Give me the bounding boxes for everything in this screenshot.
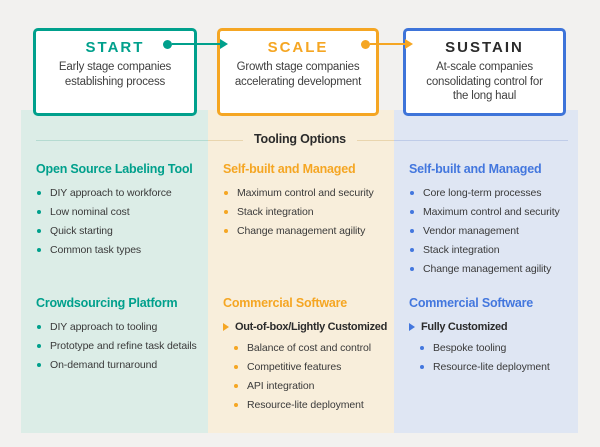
bullet-dot-icon (410, 248, 414, 252)
arrow-head-icon (220, 39, 236, 49)
bullet-dot-icon (37, 191, 41, 195)
list-item: Core long-term processes (409, 187, 574, 199)
list-item: Bespoke tooling (419, 342, 574, 354)
section-heading: Open Source Labeling Tool (36, 162, 193, 176)
list-item: Resource-lite deployment (419, 361, 574, 373)
list-item: Maximum control and security (409, 206, 574, 218)
list-item: Common task types (36, 244, 204, 256)
column-start: Open Source Labeling Tool DIY approach t… (21, 110, 208, 433)
stage-card-sustain: SUSTAIN At-scale companies consolidating… (403, 28, 566, 116)
list-item: Prototype and refine task details (36, 340, 204, 352)
bullet-dot-icon (224, 191, 228, 195)
stage-card-scale: SCALE Growth stage companies acceleratin… (217, 28, 379, 116)
stage-description: At-scale companies consolidating control… (426, 61, 543, 103)
bullet-list: Bespoke tooling Resource-lite deployment (419, 342, 574, 373)
section-commercial-software-scale: Commercial Software Out-of-box/Lightly C… (223, 296, 390, 418)
divider-line-left (36, 140, 243, 141)
list-item: Resource-lite deployment (233, 399, 390, 411)
section-self-built-managed-sustain: Self-built and Managed Core long-term pr… (409, 162, 574, 282)
subheading-row: Fully Customized (409, 321, 574, 333)
stage-title: SCALE (267, 39, 329, 56)
bullet-dot-icon (410, 229, 414, 233)
list-item: API integration (233, 380, 390, 392)
arrow-line (370, 43, 405, 45)
bullet-dot-icon (37, 325, 41, 329)
list-item: DIY approach to tooling (36, 321, 204, 333)
arrow-line (172, 43, 220, 45)
stage-title: START (85, 39, 145, 56)
bullet-list: Balance of cost and control Competitive … (233, 342, 390, 411)
stage-description: Growth stage companies accelerating deve… (234, 61, 362, 88)
list-item: Competitive features (233, 361, 390, 373)
bullet-list: Maximum control and security Stack integ… (223, 187, 390, 237)
section-open-source-labeling-tool: Open Source Labeling Tool DIY approach t… (36, 162, 204, 263)
bullet-dot-icon (37, 344, 41, 348)
stage-title: SUSTAIN (445, 39, 524, 56)
list-item: Change management agility (223, 225, 390, 237)
bullet-dot-icon (224, 229, 228, 233)
bullet-list: DIY approach to workforce Low nominal co… (36, 187, 204, 256)
bullet-dot-icon (410, 210, 414, 214)
section-crowdsourcing-platform: Crowdsourcing Platform DIY approach to t… (36, 296, 204, 378)
list-item: Balance of cost and control (233, 342, 390, 354)
list-item: Vendor management (409, 225, 574, 237)
subheading-label: Out-of-box/Lightly Customized (235, 321, 388, 333)
triangle-bullet-icon (409, 323, 415, 331)
arrow-dot-icon (163, 39, 172, 49)
tooling-options-label: Tooling Options (254, 132, 346, 146)
list-item: Change management agility (409, 263, 574, 275)
bullet-dot-icon (234, 365, 238, 369)
bullet-dot-icon (37, 248, 41, 252)
subheading-label: Fully Customized (421, 321, 508, 333)
bullet-dot-icon (410, 191, 414, 195)
bullet-list: Core long-term processes Maximum control… (409, 187, 574, 275)
bullet-dot-icon (37, 363, 41, 367)
flow-arrow-scale-to-sustain (361, 39, 421, 49)
section-heading: Self-built and Managed (409, 162, 542, 176)
section-heading: Commercial Software (223, 296, 348, 310)
section-heading: Crowdsourcing Platform (36, 296, 178, 310)
list-item: Quick starting (36, 225, 204, 237)
bullet-dot-icon (37, 210, 41, 214)
flow-arrow-start-to-scale (163, 39, 236, 49)
bullet-dot-icon (224, 210, 228, 214)
bullet-dot-icon (420, 346, 424, 350)
bullet-dot-icon (234, 346, 238, 350)
section-heading: Commercial Software (409, 296, 534, 310)
arrow-head-icon (405, 39, 421, 49)
section-self-built-managed-scale: Self-built and Managed Maximum control a… (223, 162, 390, 244)
list-item: Stack integration (223, 206, 390, 218)
column-sustain: Self-built and Managed Core long-term pr… (394, 110, 578, 433)
bullet-dot-icon (410, 267, 414, 271)
list-item: On-demand turnaround (36, 359, 204, 371)
bullet-dot-icon (37, 229, 41, 233)
list-item: DIY approach to workforce (36, 187, 204, 199)
list-item: Stack integration (409, 244, 574, 256)
bullet-list: DIY approach to tooling Prototype and re… (36, 321, 204, 371)
section-commercial-software-sustain: Commercial Software Fully Customized Bes… (409, 296, 574, 380)
arrow-dot-icon (361, 39, 370, 49)
stage-description: Early stage companies establishing proce… (58, 61, 172, 88)
list-item: Maximum control and security (223, 187, 390, 199)
bullet-dot-icon (420, 365, 424, 369)
list-item: Low nominal cost (36, 206, 204, 218)
divider-line-right (357, 140, 568, 141)
bullet-dot-icon (234, 384, 238, 388)
triangle-bullet-icon (223, 323, 229, 331)
subheading-row: Out-of-box/Lightly Customized (223, 321, 390, 333)
section-heading: Self-built and Managed (223, 162, 356, 176)
column-scale: Self-built and Managed Maximum control a… (208, 110, 394, 433)
bullet-dot-icon (234, 403, 238, 407)
